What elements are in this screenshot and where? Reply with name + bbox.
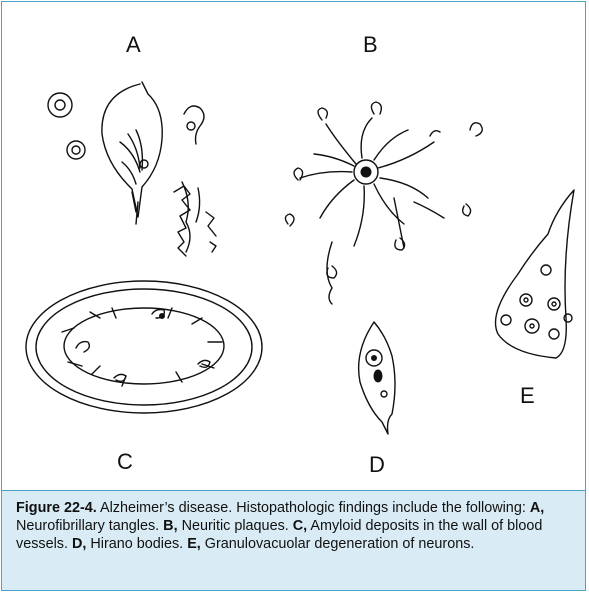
caption-text-a: Neurofibrillary tangles.: [16, 518, 163, 534]
panel-d-label: D: [369, 454, 385, 476]
panel-e-drawing: [496, 190, 575, 358]
caption-key-d: D,: [72, 536, 86, 552]
panel-b-label: B: [363, 34, 378, 56]
histopathology-drawing: [2, 2, 587, 490]
caption-lead: Alzheimer’s disease. Histopathologic fin…: [97, 500, 530, 516]
panel-a-drawing: [48, 82, 216, 256]
caption-key-a: A,: [530, 500, 544, 516]
figure-caption: Figure 22-4. Alzheimer’s disease. Histop…: [2, 490, 585, 590]
caption-text-b: Neuritic plaques.: [178, 518, 293, 534]
panel-d-drawing: [359, 322, 395, 434]
panel-e-label: E: [520, 385, 535, 407]
caption-text-d: Hirano bodies.: [86, 536, 187, 552]
panel-c-label: C: [117, 451, 133, 473]
caption-key-c: C,: [293, 518, 307, 534]
caption-key-e: E,: [187, 536, 201, 552]
caption-figure-id: Figure 22-4.: [16, 500, 97, 516]
panel-c-drawing: [26, 281, 262, 413]
panel-b-drawing: [285, 102, 482, 304]
caption-text-e: Granulovacuolar degeneration of neurons.: [201, 536, 475, 552]
caption-key-b: B,: [163, 518, 177, 534]
panel-a-label: A: [126, 34, 141, 56]
